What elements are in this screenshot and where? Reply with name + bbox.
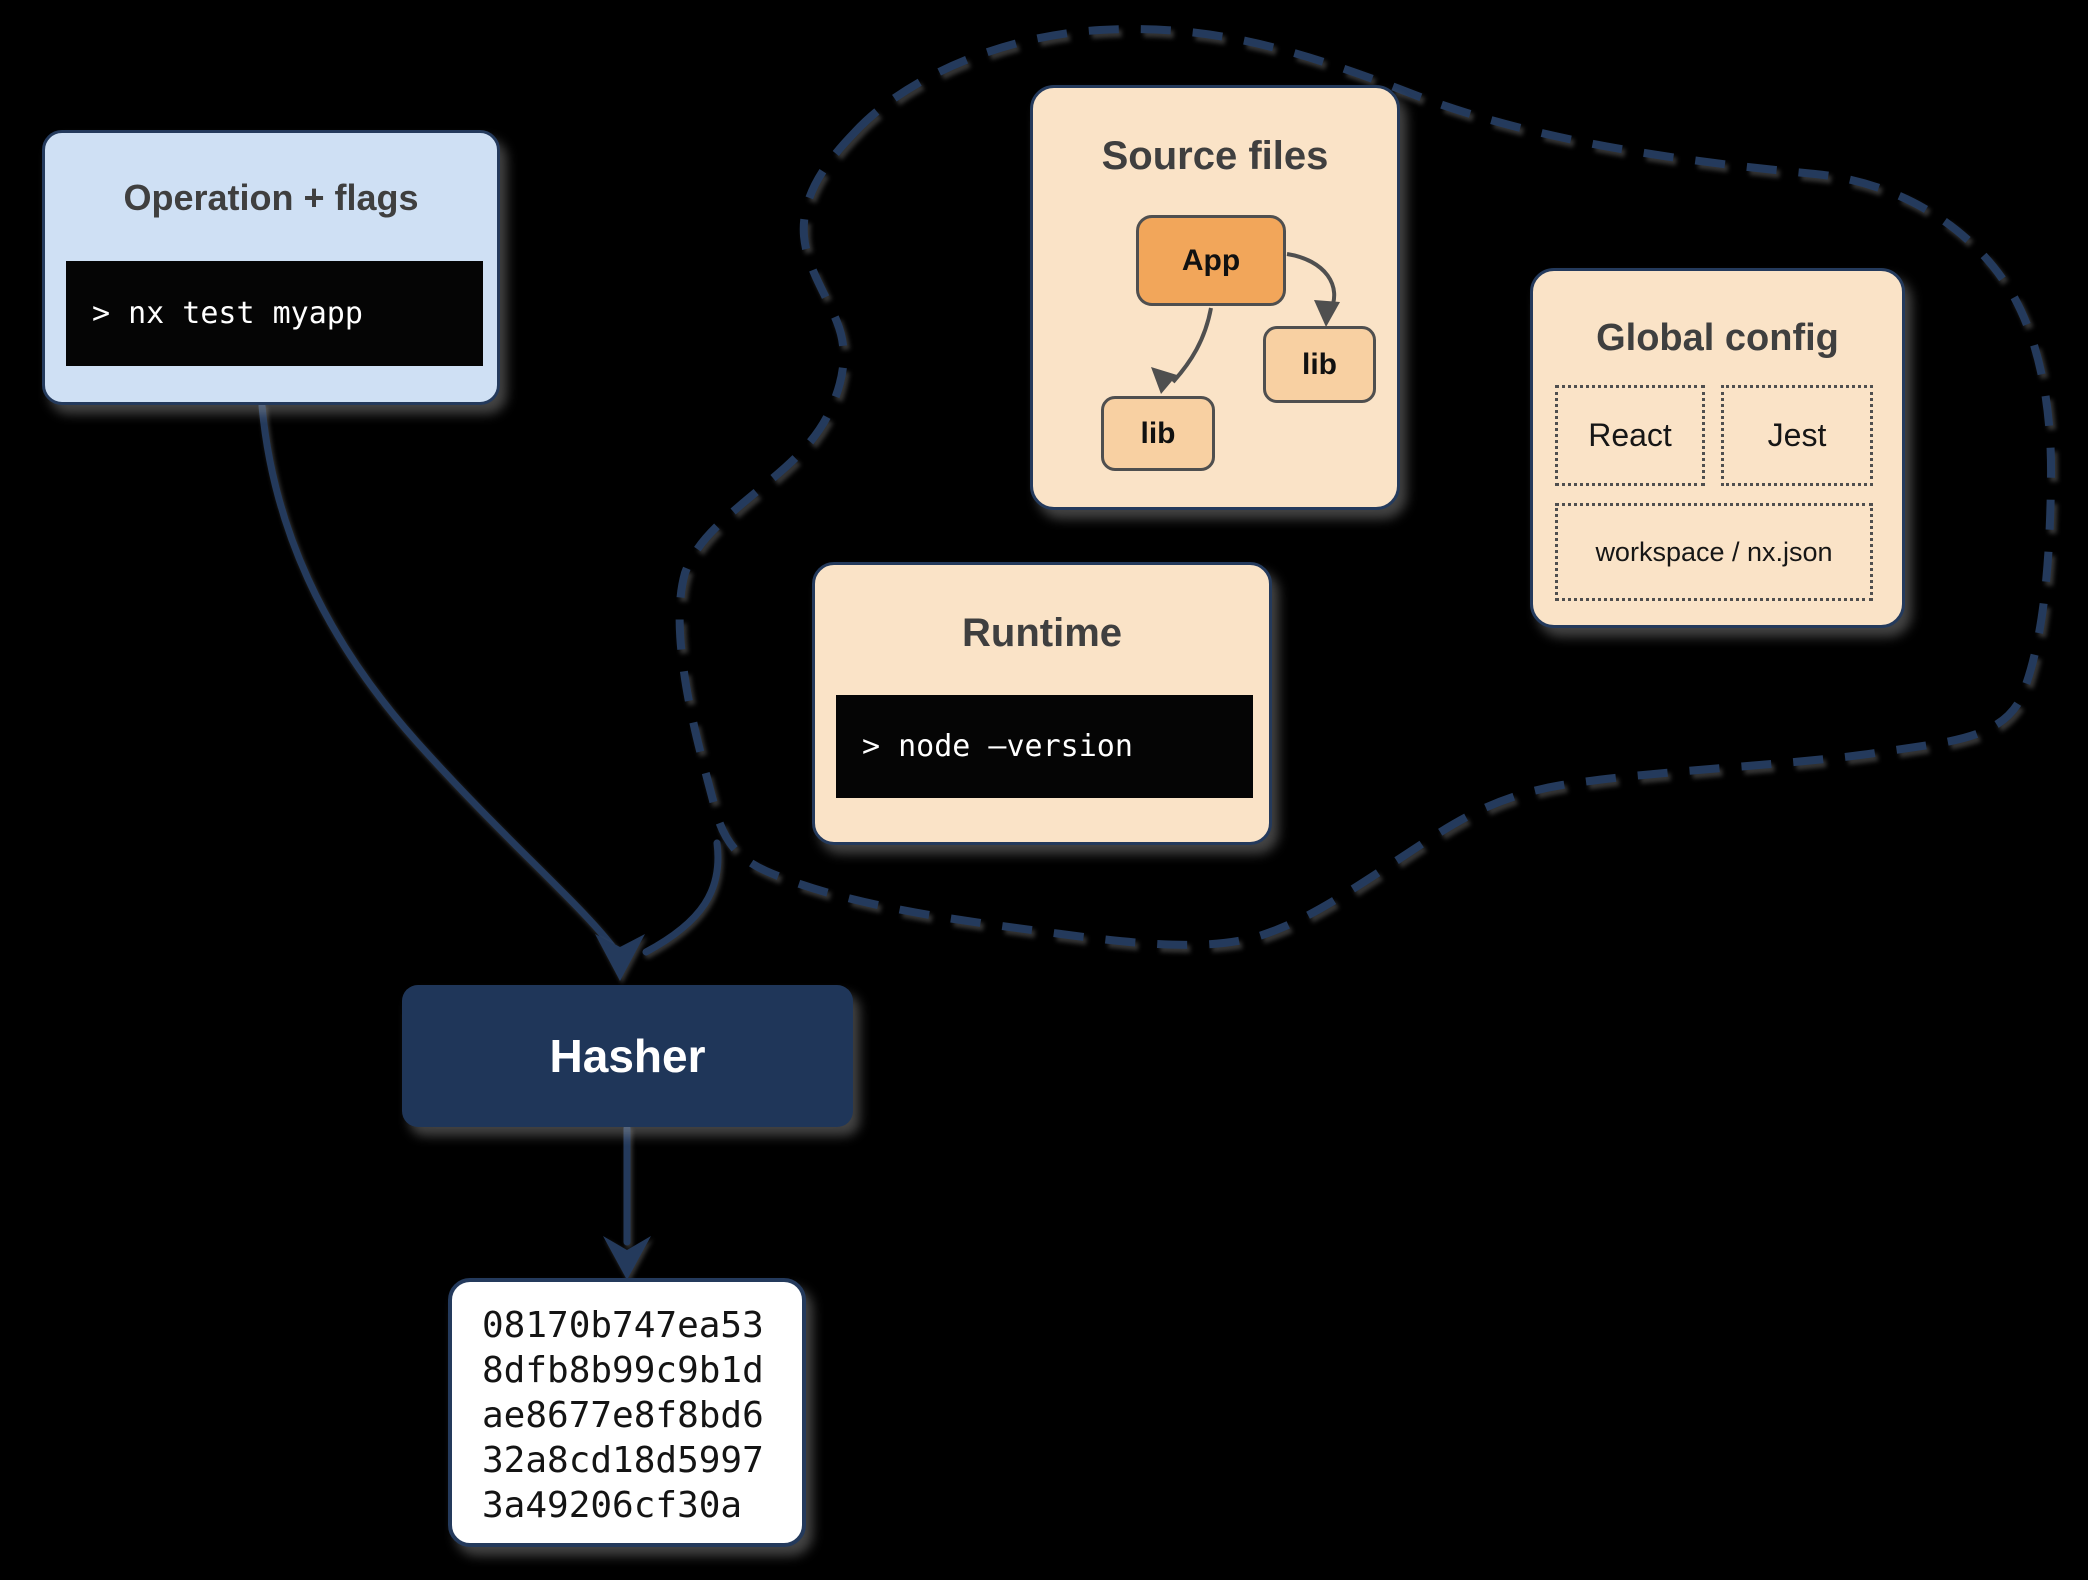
runtime-title: Runtime [962,611,1122,655]
hash-line: ae8677e8f8bd6 [482,1395,764,1436]
hasher-node: Hasher [402,985,853,1127]
arrow-cloud-to-hasher [642,839,722,956]
runtime-terminal: > node –version [836,695,1253,798]
source-files-title: Source files [1101,134,1329,178]
hash-line: 32a8cd18d5997 [482,1440,764,1481]
runtime-card: Runtime > node –version [812,562,1272,845]
lib-node-left: lib [1101,396,1215,471]
arrowhead-lib-left [1151,367,1177,394]
operation-flags-title: Operation + flags [123,177,419,218]
global-config-title: Global config [1596,317,1839,359]
arrowhead-into-hash [603,1236,651,1280]
operation-flags-card: Operation + flags > nx test myapp [42,130,500,405]
source-files-card: Source files App lib lib [1030,85,1400,510]
arrowhead-into-hasher [595,934,645,981]
app-node: App [1136,215,1286,306]
config-item-jest: Jest [1721,385,1873,486]
source-files-dep-layer [1151,252,1340,394]
cloud-outline [675,25,2056,949]
arrow-operation-to-hasher [258,402,616,950]
config-item-react: React [1555,385,1705,486]
hash-line: 8dfb8b99c9b1d [482,1350,764,1391]
operation-terminal: > nx test myapp [66,261,483,366]
hasher-label: Hasher [549,1030,706,1082]
hash-line: 3a49206cf30a [482,1485,743,1526]
operation-command: > nx test myapp [92,296,363,331]
runtime-command: > node –version [862,729,1133,764]
lib-node-right: lib [1263,326,1376,403]
arrowhead-lib-right [1314,300,1340,327]
global-config-card: Global config React Jest workspace / nx.… [1530,268,1905,628]
arrow-app-to-lib-left [1171,307,1213,384]
hash-line: 08170b747ea53 [482,1305,764,1346]
hash-output-card: 08170b747ea53 8dfb8b99c9b1d ae8677e8f8bd… [448,1278,806,1547]
config-item-workspace: workspace / nx.json [1555,503,1873,601]
